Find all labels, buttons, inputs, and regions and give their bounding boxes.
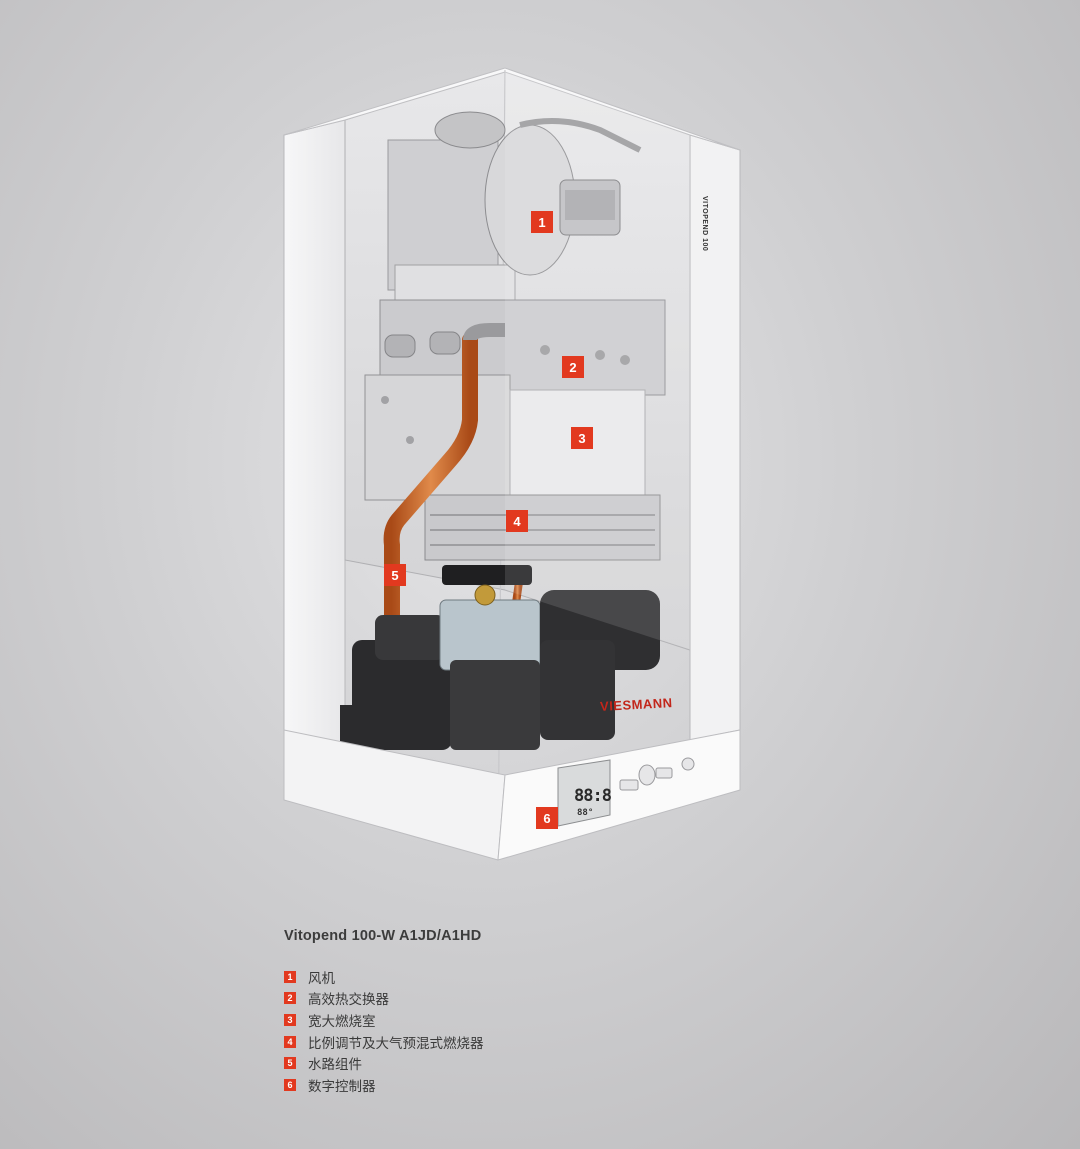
legend-number: 1 [284, 970, 296, 983]
display-main-readout: 88:8 [574, 786, 612, 806]
legend-label: 比例调节及大气预混式燃烧器 [308, 1035, 484, 1051]
legend-item: 6 数字控制器 [284, 1074, 484, 1096]
heat-exchanger [379, 299, 666, 396]
legend-item: 1 风机 [284, 966, 484, 988]
legend-item: 5 水路组件 [284, 1052, 484, 1074]
fan-assembly [387, 111, 642, 306]
legend-label: 风机 [308, 970, 335, 986]
hydraulic-block [340, 565, 660, 750]
legend-number: 2 [284, 992, 296, 1005]
callout-5: 5 [384, 564, 406, 586]
side-model-label: VITOPEND 100 [701, 196, 708, 252]
boiler-illustration [283, 67, 741, 861]
legend-number: 5 [284, 1057, 296, 1070]
legend-item: 4 比例调节及大气预混式燃烧器 [284, 1031, 484, 1053]
control-panel [283, 729, 741, 861]
glass-front [505, 70, 690, 650]
legend-item: 3 宽大燃烧室 [284, 1009, 484, 1031]
legend-label: 数字控制器 [308, 1078, 376, 1094]
legend-number: 6 [284, 1078, 296, 1091]
product-title: Vitopend 100-W A1JD/A1HD [284, 928, 482, 944]
callout-1: 1 [531, 211, 553, 233]
legend-number: 3 [284, 1013, 296, 1026]
callout-6: 6 [536, 807, 558, 829]
display-sub-readout: 88° [577, 808, 594, 818]
legend-item: 2 高效热交换器 [284, 988, 484, 1010]
legend-label: 宽大燃烧室 [308, 1013, 376, 1029]
callout-3: 3 [571, 427, 593, 449]
legend-label: 水路组件 [308, 1057, 362, 1073]
callout-4: 4 [506, 510, 528, 532]
burner [424, 494, 661, 561]
callout-2: 2 [562, 356, 584, 378]
legend-number: 4 [284, 1035, 296, 1048]
legend-label: 高效热交换器 [308, 992, 389, 1008]
